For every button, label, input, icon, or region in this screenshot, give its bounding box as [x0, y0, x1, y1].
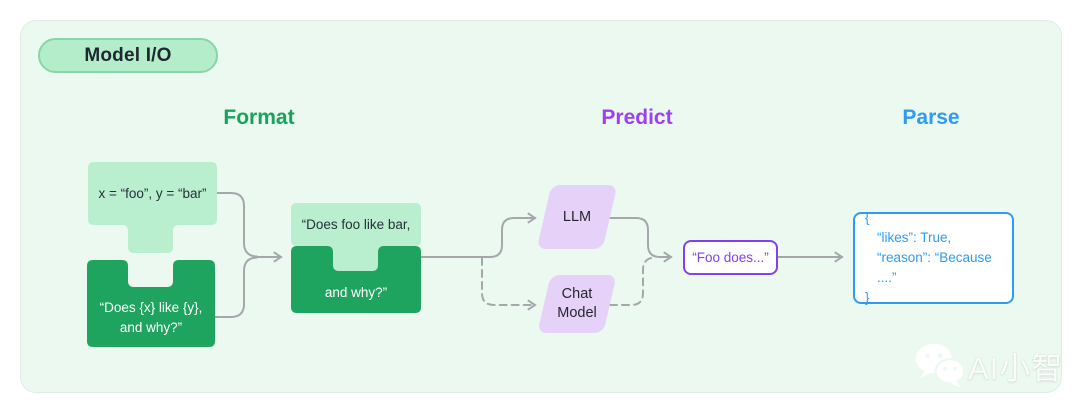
formatted-prompt-line2: and why?” — [324, 284, 388, 300]
prompt-template-line1: “Does {x} like {y}, — [99, 300, 203, 315]
model-output-box: “Foo does...” — [683, 240, 778, 275]
formatted-prompt-piece-light — [291, 203, 421, 271]
watermark-text: AI小智 — [968, 350, 1064, 386]
prompt-template-line2: and why?” — [119, 320, 183, 335]
connector-chat-model-out-dashed — [609, 256, 656, 306]
llm-node: LLM — [536, 185, 618, 249]
parse-line-2: “likes”: True, — [877, 230, 952, 245]
watermark: AI小智 — [914, 341, 1063, 389]
input-values-label: x = “foo”, y = “bar” — [98, 185, 207, 201]
arrow-prompt-to-llm — [420, 212, 537, 258]
formatted-prompt-piece-dark — [291, 246, 421, 313]
parse-line-4: } — [865, 290, 870, 305]
stage-heading-predict: Predict — [601, 106, 673, 129]
parse-result-box: { “likes”: True, “reason”: “Because ....… — [853, 210, 1014, 305]
prompt-template-piece — [87, 260, 215, 347]
formatted-prompt-line1: “Does foo like bar, — [301, 217, 411, 232]
parse-line-1: { — [865, 210, 870, 225]
stage-heading-format: Format — [223, 106, 295, 129]
parse-line-3: “reason”: “Because ....” — [877, 250, 992, 285]
prompt-template-label: “Does {x} like {y}, and why?” — [87, 296, 215, 340]
wechat-icon — [915, 343, 966, 388]
arrow-llm-to-output — [609, 217, 673, 263]
input-values-piece — [88, 162, 217, 253]
chat-model-node: Chat Model — [537, 275, 617, 333]
connector-values-to-prompt — [216, 192, 258, 258]
chat-model-line1: Chat — [561, 286, 593, 302]
llm-label: LLM — [562, 208, 592, 225]
connector-lines — [214, 192, 844, 318]
model-io-badge: Model I/O — [38, 38, 218, 73]
chat-model-label: Chat Model — [544, 275, 610, 333]
arrow-prompt-to-chat-model-dashed — [481, 257, 537, 311]
chat-model-line2: Model — [557, 305, 597, 321]
stage-heading-parse: Parse — [902, 106, 960, 129]
connector-template-to-prompt — [214, 256, 258, 318]
